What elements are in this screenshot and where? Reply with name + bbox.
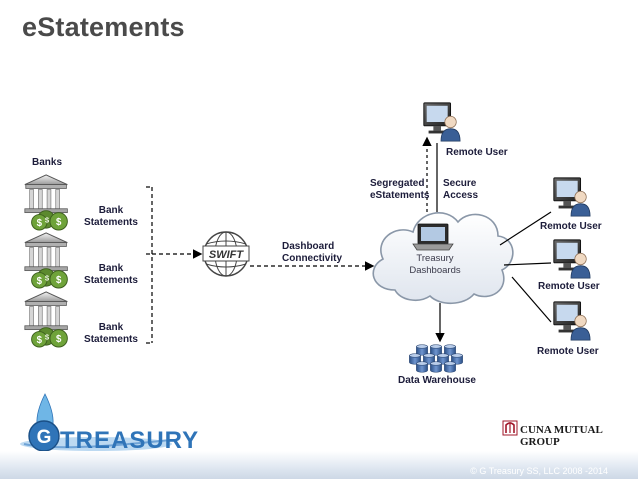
bank-icon xyxy=(24,232,68,289)
laptop-icon xyxy=(412,223,454,251)
remote-user-label: Remote User xyxy=(537,346,599,357)
cuna-mutual-logo-mark xyxy=(502,420,518,436)
remote-user-label: Remote User xyxy=(446,147,508,158)
treasury-dashboards-label: Treasury Dashboards xyxy=(409,253,461,276)
bank-statements-label: Bank Statements xyxy=(84,205,138,228)
segregated-estatements-label: Segregated eStatements xyxy=(370,178,430,201)
data-warehouse-icon xyxy=(409,344,463,373)
bank-statements-bracket xyxy=(146,186,203,344)
bank-icon xyxy=(24,174,68,231)
swift-label: SWIFT xyxy=(209,249,244,261)
bank-icon xyxy=(24,291,68,348)
remote-user-connector xyxy=(511,276,552,323)
banks-heading: Banks xyxy=(32,157,63,168)
bank-statements-label: Bank Statements xyxy=(84,322,138,345)
g-treasury-letter: G xyxy=(37,427,52,448)
g-treasury-brand-text: TREASURY xyxy=(60,427,200,454)
cuna-mutual-group-text: CUNA MUTUAL GROUP xyxy=(520,424,603,448)
remote-user-connector xyxy=(499,211,552,246)
remote-user-icon xyxy=(553,177,591,217)
page-title: eStatements xyxy=(22,12,185,42)
footer-band xyxy=(0,451,638,479)
remote-user-icon xyxy=(423,102,461,142)
remote-user-icon xyxy=(553,301,591,341)
treasury-dashboards-cloud xyxy=(372,212,514,305)
bank-statements-label: Bank Statements xyxy=(84,263,138,286)
swift-globe-icon: SWIFT xyxy=(202,231,250,277)
g-treasury-logo: G xyxy=(20,393,172,452)
secure-access-label: Secure Access xyxy=(443,178,479,201)
remote-user-icon xyxy=(553,239,591,279)
copyright-text: © G Treasury SS, LLC 2008 -2014 xyxy=(470,466,608,476)
remote-user-label: Remote User xyxy=(538,281,600,292)
dashboard-connectivity-label: Dashboard Connectivity xyxy=(282,241,343,264)
remote-user-connector xyxy=(503,262,552,266)
remote-user-label: Remote User xyxy=(540,221,602,232)
data-warehouse-label: Data Warehouse xyxy=(398,375,476,386)
